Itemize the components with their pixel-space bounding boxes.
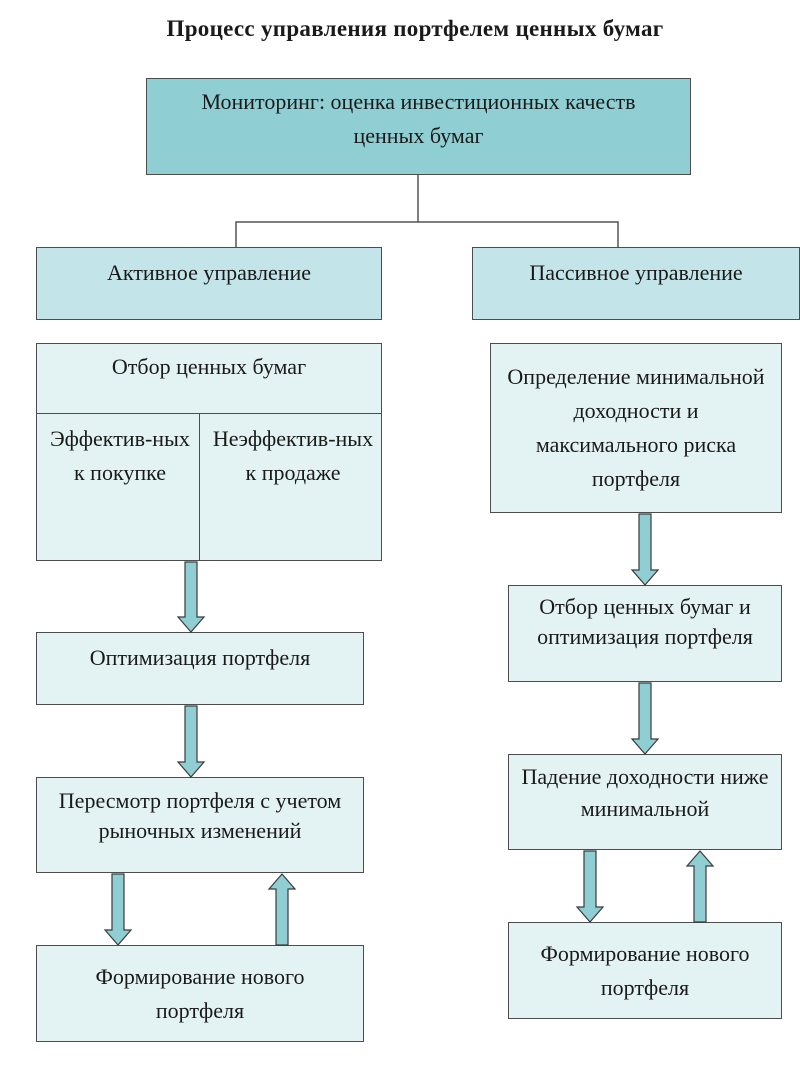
new-portfolio-active-label: Формирование нового портфеля <box>95 963 305 1023</box>
monitoring-label: Мониторинг: оценка инвестиционных качест… <box>201 89 636 148</box>
revision-label: Пересмотр портфеля с учетом рыночных изм… <box>58 788 342 843</box>
selection-label: Отбор ценных бумаг <box>111 354 307 379</box>
new-portfolio-passive-label: Формирование нового портфеля <box>540 940 750 1000</box>
optimization-box: Оптимизация портфеля <box>36 632 364 705</box>
ineffective-label: Неэффектив-ных к продаже <box>212 426 374 485</box>
yield-drop-box: Падение доходности ниже минимальной <box>508 754 782 850</box>
connector-branch <box>235 221 619 247</box>
selection-box: Отбор ценных бумаг <box>36 343 382 561</box>
arrow-up-new-revision <box>267 873 297 946</box>
active-management-box: Активное управление <box>36 247 382 320</box>
selection-optimization-box: Отбор ценных бумаг и оптимизация портфел… <box>508 585 782 682</box>
diagram-title: Процесс управления портфелем ценных бума… <box>166 16 664 41</box>
optimization-label: Оптимизация портфеля <box>89 645 311 670</box>
effective-cell: Эффектив-ных к покупке <box>46 422 194 490</box>
arrow-up-new-drop <box>685 850 715 923</box>
arrow-down-drop-new <box>575 850 605 923</box>
determination-box: Определение минимальной доходности и мак… <box>490 343 782 513</box>
selection-split-line <box>199 413 200 561</box>
arrow-down-selection-optimization <box>176 561 206 633</box>
monitoring-box: Мониторинг: оценка инвестиционных качест… <box>146 78 691 175</box>
selection-divider <box>36 413 382 414</box>
active-management-label: Активное управление <box>106 260 312 285</box>
new-portfolio-passive-box: Формирование нового портфеля <box>508 922 782 1019</box>
yield-drop-label: Падение доходности ниже минимальной <box>521 764 769 821</box>
arrow-down-revision-new <box>103 873 133 946</box>
effective-label: Эффектив-ных к покупке <box>50 426 190 485</box>
arrow-down-optimization-revision <box>176 705 206 778</box>
ineffective-cell: Неэффектив-ных к продаже <box>212 422 374 490</box>
passive-management-label: Пассивное управление <box>529 260 743 285</box>
revision-box: Пересмотр портфеля с учетом рыночных изм… <box>36 777 364 873</box>
new-portfolio-active-box: Формирование нового портфеля <box>36 945 364 1042</box>
determination-label: Определение минимальной доходности и мак… <box>507 364 765 491</box>
passive-management-box: Пассивное управление <box>472 247 800 320</box>
arrow-down-selection-drop <box>630 682 660 755</box>
arrow-down-determination-selection <box>630 513 660 586</box>
selection-optimization-label: Отбор ценных бумаг и оптимизация портфел… <box>537 594 753 649</box>
